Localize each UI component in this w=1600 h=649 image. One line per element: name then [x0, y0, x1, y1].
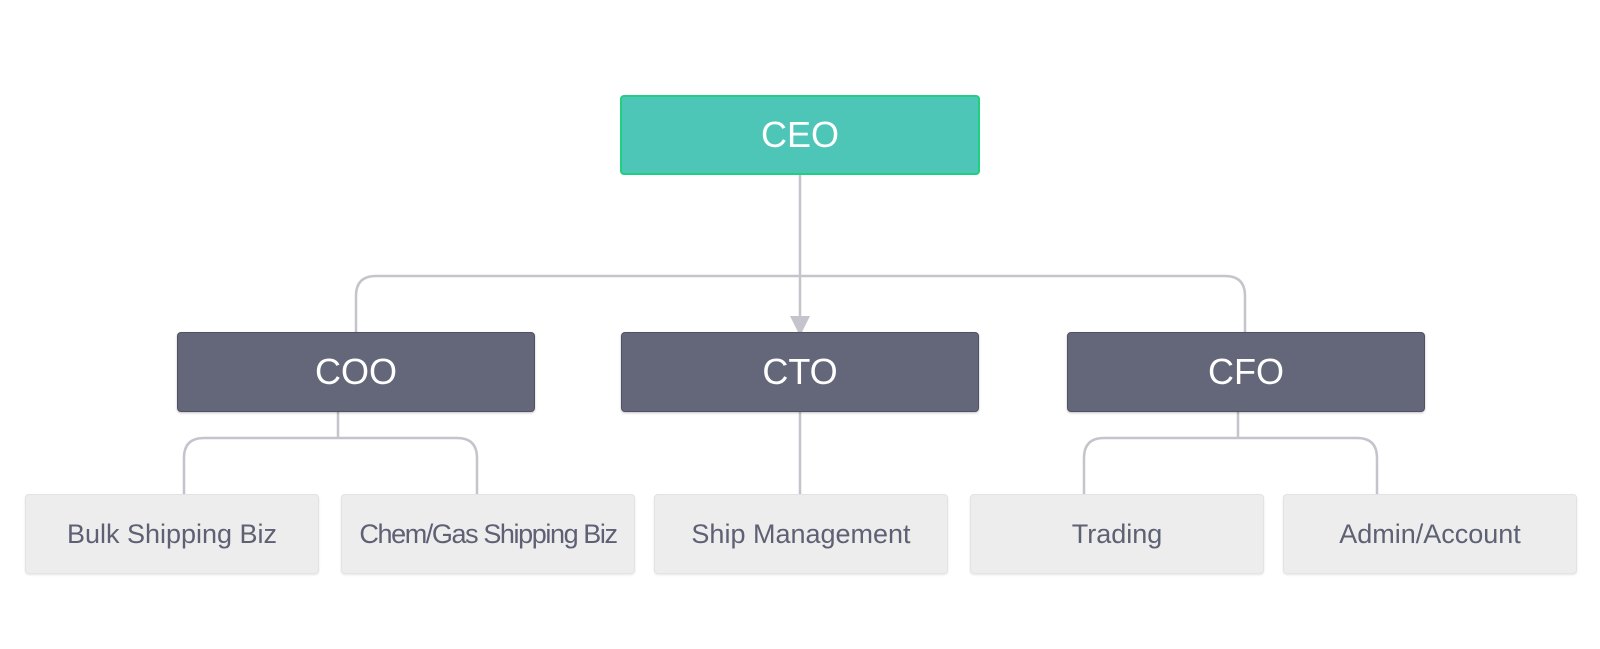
node-coo-label: COO	[314, 351, 397, 392]
node-ship-management-label: Ship Management	[691, 518, 911, 549]
node-cto-label: CTO	[762, 351, 838, 392]
node-trading[interactable]: Trading	[970, 494, 1264, 574]
connector-cfo-bus	[1082, 436, 1379, 494]
node-ceo[interactable]: CEO	[620, 95, 980, 175]
node-bulk-shipping-biz-label: Bulk Shipping Biz	[66, 518, 278, 549]
node-coo[interactable]: COO	[177, 332, 535, 412]
node-ship-management[interactable]: Ship Management	[654, 494, 948, 574]
connector-ceo-bus	[354, 274, 1247, 332]
node-cto[interactable]: CTO	[621, 332, 979, 412]
node-admin-account[interactable]: Admin/Account	[1283, 494, 1577, 574]
node-cfo-label: CFO	[1208, 351, 1284, 392]
node-admin-account-label: Admin/Account	[1339, 518, 1521, 549]
node-cfo[interactable]: CFO	[1067, 332, 1425, 412]
node-trading-label: Trading	[1071, 518, 1163, 549]
node-chem-gas-shipping-biz[interactable]: Chem/Gas Shipping Biz	[341, 494, 635, 574]
node-chem-gas-shipping-biz-label: Chem/Gas Shipping Biz	[359, 518, 618, 549]
connector-coo-bus	[182, 436, 479, 494]
node-bulk-shipping-biz[interactable]: Bulk Shipping Biz	[25, 494, 319, 574]
node-ceo-label: CEO	[760, 114, 839, 155]
